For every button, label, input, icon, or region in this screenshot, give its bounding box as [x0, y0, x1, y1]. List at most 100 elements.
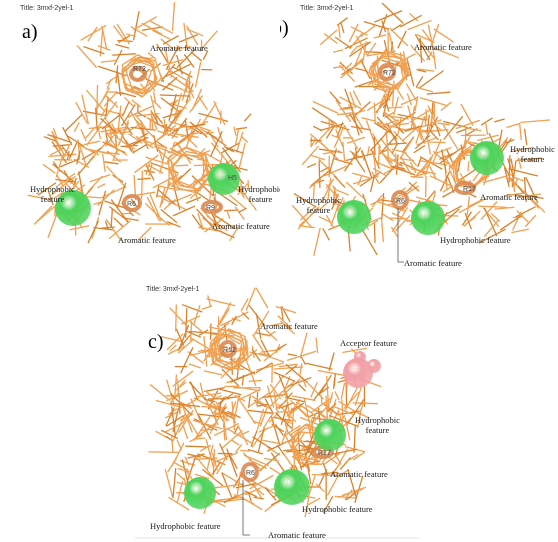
bond-line — [78, 142, 87, 167]
panel-b-title: Title: 3mxf-2yel-1 — [300, 5, 354, 12]
bond-line — [221, 472, 233, 499]
bond-line — [299, 363, 303, 376]
bond-line — [440, 101, 452, 111]
ring-label-r12: R12 — [223, 347, 236, 354]
bond-line — [322, 496, 334, 513]
bond-line — [108, 220, 131, 240]
bond-line — [106, 79, 112, 90]
bond-line — [188, 363, 201, 369]
bond-line — [148, 163, 153, 177]
bond-line — [416, 69, 427, 73]
panel-c-label: c) — [148, 331, 164, 353]
panel-b-label: b) — [280, 17, 289, 39]
bond-line — [134, 113, 146, 129]
bond-line — [513, 176, 524, 182]
bond-line — [256, 408, 265, 431]
bond-line — [163, 199, 176, 210]
bond-line — [176, 480, 184, 503]
bond-line — [130, 111, 142, 131]
bond-line — [217, 393, 234, 405]
aromatic-ring-center — [122, 194, 142, 212]
bond-line — [60, 158, 81, 168]
bond-line — [174, 45, 191, 50]
bond-line — [189, 321, 203, 333]
bond-line — [218, 401, 222, 415]
bond-line — [310, 404, 330, 425]
bond-line — [320, 386, 330, 394]
bond-line — [186, 25, 199, 46]
bond-line — [218, 308, 230, 325]
bond-line — [409, 108, 432, 123]
bond-line — [189, 121, 208, 138]
bond-line — [47, 134, 72, 144]
bond-line — [346, 399, 365, 425]
panel-c-title: Title: 3mxf-2yel-1 — [146, 286, 200, 293]
bond-line — [37, 182, 57, 196]
bond-line — [345, 109, 366, 118]
bond-line — [268, 413, 278, 423]
bond-line — [200, 102, 217, 127]
bond-line — [76, 45, 97, 68]
bond-line — [264, 398, 274, 415]
bond-line — [304, 498, 310, 518]
bond-line — [309, 178, 322, 189]
bond-line — [188, 73, 191, 101]
bond-line — [355, 67, 367, 72]
bond-line — [156, 124, 177, 141]
panel-a-aromatic-top: Aromatic feature — [150, 43, 208, 53]
bond-line — [160, 208, 178, 223]
bond-line — [150, 162, 179, 174]
bond-line — [350, 125, 372, 131]
ring-label-r6: R6 — [127, 201, 136, 208]
bond-line — [233, 126, 237, 136]
bond-line — [484, 219, 500, 237]
hex-ring — [120, 59, 158, 94]
bond-line — [237, 183, 249, 196]
hydrophobic-sphere-right — [314, 419, 346, 451]
bond-line — [525, 214, 537, 227]
bond-line — [408, 182, 420, 192]
bond-line — [391, 148, 407, 154]
bond-line — [146, 197, 160, 222]
bond-line — [238, 142, 246, 170]
bond-line — [287, 353, 298, 357]
bond-line — [187, 453, 202, 458]
bond-line — [175, 304, 177, 332]
bond-line — [446, 175, 455, 193]
bond-line — [145, 156, 170, 166]
bond-line — [439, 171, 451, 192]
bond-line — [417, 157, 422, 168]
bond-line — [490, 213, 501, 222]
bond-line — [277, 444, 286, 456]
bond-line — [429, 23, 440, 50]
bond-line — [503, 192, 526, 197]
bond-line — [349, 32, 364, 50]
ring-label-r17: R17 — [463, 186, 476, 193]
bond-line — [216, 453, 229, 475]
bond-line — [405, 83, 418, 103]
hydrophobic-sphere-left — [55, 190, 91, 226]
bond-line — [155, 145, 183, 158]
bond-line — [117, 120, 129, 146]
bond-line — [253, 310, 270, 336]
bond-line — [180, 347, 194, 374]
bond-line — [113, 49, 123, 65]
bond-line — [516, 157, 542, 161]
bond-line — [197, 212, 204, 228]
bond-line — [226, 448, 238, 478]
bond-line — [270, 384, 282, 400]
bond-line — [185, 82, 189, 92]
bond-line — [326, 403, 337, 413]
bond-line — [348, 23, 359, 43]
bond-line — [482, 173, 513, 184]
bond-line — [81, 147, 103, 160]
bond-line — [115, 92, 126, 95]
bond-line — [522, 190, 546, 213]
bond-line — [353, 424, 356, 453]
bond-line — [194, 61, 202, 88]
bond-line — [99, 29, 104, 57]
bond-line — [511, 228, 530, 234]
bond-line — [141, 22, 163, 35]
bond-line — [95, 107, 98, 131]
